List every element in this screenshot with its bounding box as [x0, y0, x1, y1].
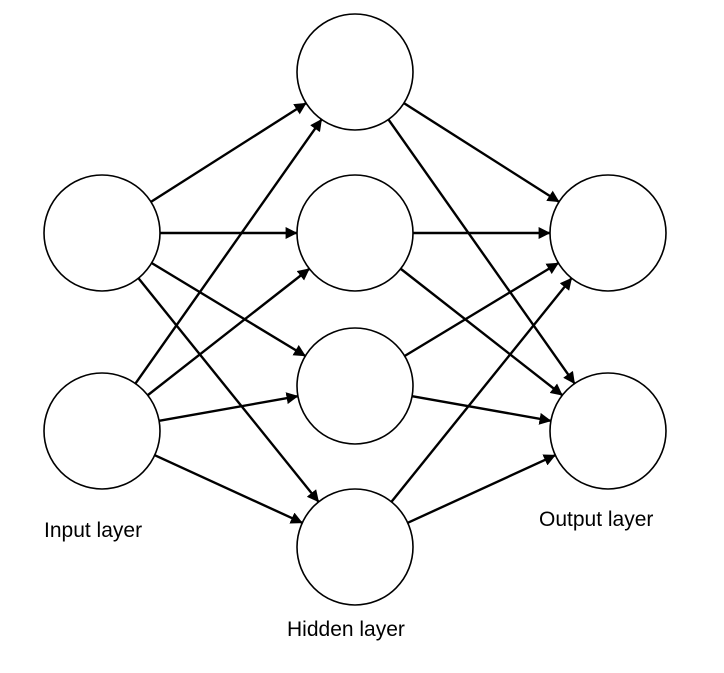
- connection-arrow-input-1-to-hidden-3: [151, 261, 306, 358]
- connection-arrow-hidden-1-to-output-1: [403, 102, 560, 203]
- connections-group: [134, 102, 576, 524]
- hidden-layer-label: Hidden layer: [287, 618, 405, 641]
- input-node-2: [43, 372, 161, 490]
- hidden-node-3: [296, 327, 414, 445]
- output-layer-label: Output layer: [539, 508, 653, 531]
- connection-arrow-hidden-1-to-output-2: [387, 118, 576, 385]
- input-layer-label: Input layer: [44, 519, 142, 542]
- connection-arrow-input-2-to-hidden-1: [134, 118, 323, 385]
- connection-arrow-input-2-to-hidden-4: [154, 454, 303, 524]
- connection-arrow-input-2-to-hidden-2: [146, 267, 311, 397]
- output-node-1: [549, 174, 667, 292]
- connection-arrow-input-1-to-hidden-1: [150, 102, 307, 203]
- connection-arrow-hidden-4-to-output-1: [390, 277, 573, 503]
- connection-arrow-input-1-to-hidden-4: [137, 277, 320, 503]
- connection-arrow-hidden-2-to-output-2: [399, 267, 564, 397]
- output-node-2: [549, 372, 667, 490]
- connection-arrow-hidden-3-to-output-1: [404, 261, 559, 358]
- hidden-node-1: [296, 13, 414, 131]
- input-node-1: [43, 174, 161, 292]
- nodes-group: [43, 13, 667, 606]
- connection-arrow-hidden-3-to-output-2: [411, 394, 552, 425]
- hidden-node-2: [296, 174, 414, 292]
- connection-arrow-input-2-to-hidden-3: [158, 392, 299, 423]
- connection-arrow-hidden-4-to-output-2: [407, 454, 556, 524]
- hidden-node-4: [296, 488, 414, 606]
